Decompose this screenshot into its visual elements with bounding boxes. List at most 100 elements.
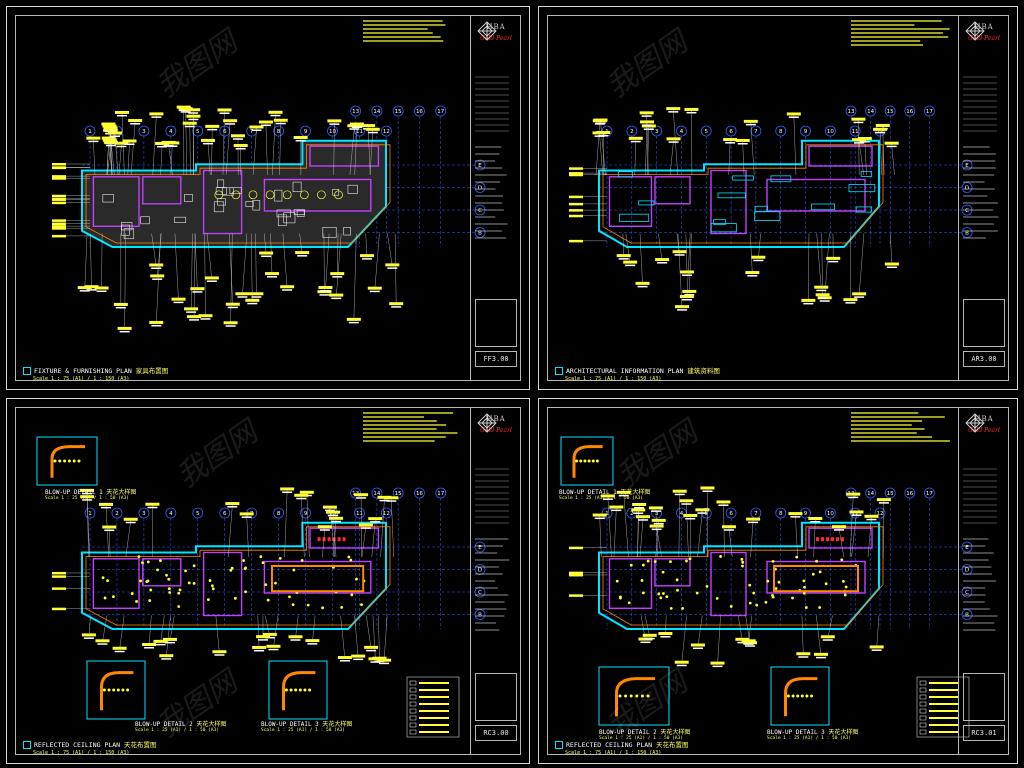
annotation-tag	[594, 517, 605, 520]
leader-line	[890, 233, 893, 266]
furniture	[184, 194, 193, 202]
leader-line	[118, 144, 122, 176]
leader-line	[864, 139, 867, 176]
leader-line	[365, 233, 368, 258]
downlight	[284, 688, 288, 692]
annotation-tag	[101, 122, 116, 126]
annotation-tag	[186, 114, 201, 118]
annotation-tag	[349, 122, 364, 126]
grid-bubble	[300, 507, 311, 519]
leader-line	[229, 233, 234, 306]
annotation-tag	[370, 661, 381, 663]
annotation-tag	[280, 285, 295, 289]
feature-light	[826, 537, 829, 542]
annotation-tag	[189, 319, 200, 321]
annotation-tag	[290, 639, 301, 641]
annotation-tag	[674, 254, 685, 256]
grid-number: 14	[373, 109, 380, 115]
annotation-tag	[569, 573, 583, 577]
annotation-tag	[387, 267, 398, 269]
leader-line	[109, 141, 113, 176]
brand-name: Gold Pearl	[968, 35, 1000, 42]
annotation-tag	[317, 525, 332, 529]
annotation-tag	[643, 128, 654, 130]
downlight	[662, 592, 665, 595]
downlight	[791, 694, 795, 698]
annotation-tag	[115, 306, 126, 309]
annotation-tag	[851, 514, 862, 516]
furniture	[343, 227, 351, 236]
table	[214, 190, 224, 200]
leader-line	[838, 528, 845, 558]
annotation-tag	[147, 506, 158, 509]
leader-line	[813, 519, 816, 558]
grid-number: 11	[852, 129, 859, 135]
annotation-tag	[52, 163, 66, 166]
annotation-tag	[700, 486, 715, 490]
downlight	[805, 694, 809, 698]
furniture	[347, 184, 358, 194]
room	[263, 560, 372, 594]
downlight	[264, 583, 268, 587]
annotation-tag	[853, 121, 864, 124]
annotation-tag	[107, 131, 122, 135]
downlight	[77, 459, 81, 463]
leader-line	[264, 233, 267, 255]
annotation-tag	[676, 664, 687, 667]
downlight	[168, 591, 172, 594]
annotation-tag	[328, 514, 339, 517]
grid-number: 13	[848, 109, 855, 115]
annotation-tag	[871, 649, 882, 651]
leader-line	[737, 615, 743, 641]
grid-bubble	[961, 159, 973, 171]
downlight	[635, 694, 639, 698]
annotation-tag	[187, 315, 202, 319]
grid-number: 3	[142, 511, 146, 517]
grid-number: 10	[329, 129, 336, 135]
grid-bubble	[824, 125, 836, 137]
table	[248, 190, 258, 200]
downlight	[669, 606, 673, 610]
grid-number: 15	[887, 491, 894, 497]
downlight	[229, 568, 233, 572]
downlight	[595, 459, 599, 463]
grid-bubble	[327, 125, 338, 137]
blowup-cove	[50, 445, 85, 478]
annotation-tag	[270, 114, 281, 117]
grid-number: 3	[655, 511, 659, 517]
feature-light	[816, 537, 819, 542]
annotation-tag	[241, 516, 252, 518]
grid-bubble	[474, 182, 486, 193]
furniture	[283, 212, 296, 224]
annotation-tag	[164, 641, 175, 644]
annotation-tag	[296, 497, 307, 500]
downlight	[764, 600, 768, 604]
annotation-tag	[609, 505, 624, 509]
annotation-tag	[247, 302, 258, 305]
annotation-tag	[360, 527, 371, 529]
annotation-tag	[370, 521, 381, 523]
downlight	[288, 595, 291, 599]
ceiling-plan-drawing: 1234567891011121314151617EDCB	[560, 412, 998, 738]
grid-letter: B	[965, 231, 969, 237]
annotation-tag	[743, 641, 758, 645]
annotation-tag	[102, 124, 117, 128]
leader-line	[646, 114, 649, 176]
downlight	[72, 459, 76, 463]
annotation-tag	[569, 571, 583, 575]
annotation-tag	[875, 123, 890, 127]
annotation-tag	[149, 112, 164, 116]
grid-number: 4	[169, 511, 173, 517]
grid-number: 10	[827, 129, 834, 135]
leader-line	[246, 515, 249, 558]
annotation-tag	[808, 516, 823, 520]
annotation-tag	[261, 255, 272, 258]
grid-number: 10	[329, 511, 336, 517]
grid-bubble	[904, 487, 916, 499]
annotation-tag	[642, 633, 657, 637]
grid-number: 3	[655, 129, 659, 135]
annotation-tag	[367, 131, 378, 134]
downlight	[112, 688, 116, 692]
key-plan-thumbnail	[475, 299, 517, 347]
downlight	[741, 564, 744, 568]
